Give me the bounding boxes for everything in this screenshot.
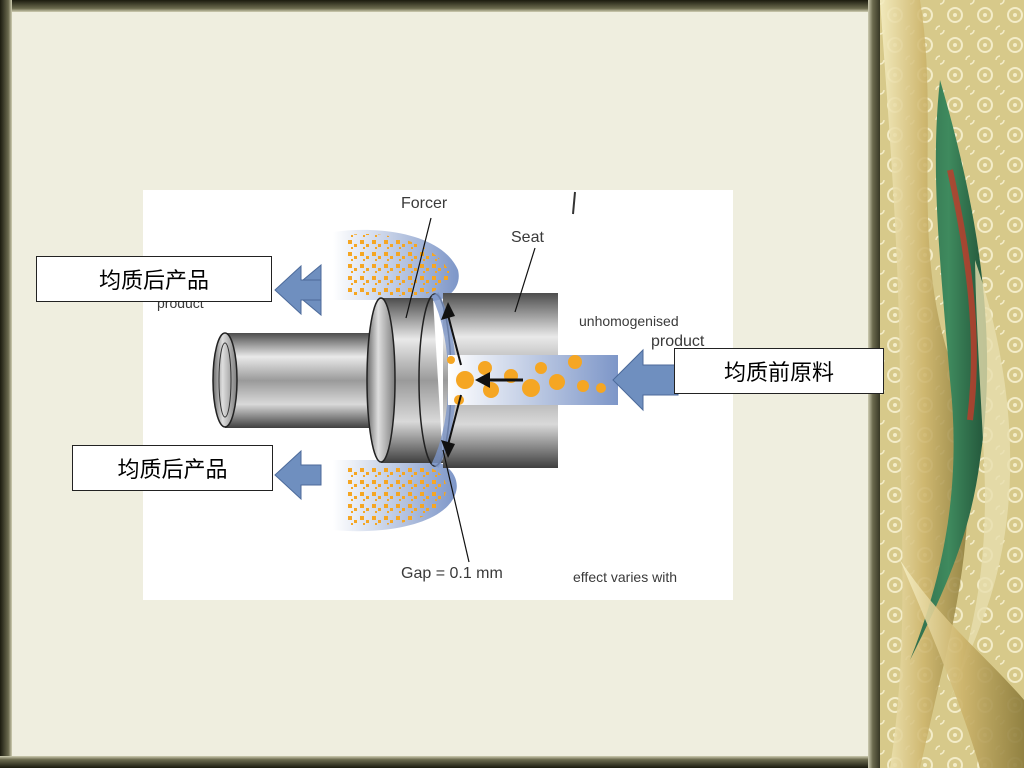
homogenizer-diagram-svg: Forcer Seat Gap = 0.1 mm product unhomog… [157,191,705,585]
output-particles-bottom [348,465,447,526]
homogenizer-diagram: Forcer Seat Gap = 0.1 mm product unhomog… [143,190,733,600]
seat-leader [514,247,536,313]
output-particles-top [348,234,451,296]
frame-top [0,0,884,12]
gap-arrow-top-icon [441,302,455,320]
forcer-shaft-end [212,332,238,428]
seat-label: Seat [511,229,544,246]
gap-arrow-bottom-icon [441,440,455,458]
gap-leader [442,449,470,563]
forcer-head [381,298,443,463]
output-label-bottom: 均质后产品 [72,445,273,491]
forcer-shaft [225,333,385,428]
input-label: 均质前原料 [674,348,884,394]
forcer-leader [405,217,432,319]
effect-text: effect varies with [573,569,677,585]
decorative-floral-strip [880,0,1024,768]
unhomogenised-label: unhomogenised [579,313,679,329]
inlet-particles [447,355,606,405]
product-right-label: product [651,333,705,350]
arrow-icon-input [612,348,679,412]
gap-label: Gap = 0.1 mm [401,565,503,582]
frame-left [0,0,12,768]
arrow-shape-output-top [274,264,322,316]
frame-bottom [0,756,884,768]
arrow-icon-output-bottom [274,449,322,501]
output-label-top: 均质后产品 [36,256,272,302]
forcer-label: Forcer [401,195,448,212]
flow-arrow-head-icon [475,372,490,388]
